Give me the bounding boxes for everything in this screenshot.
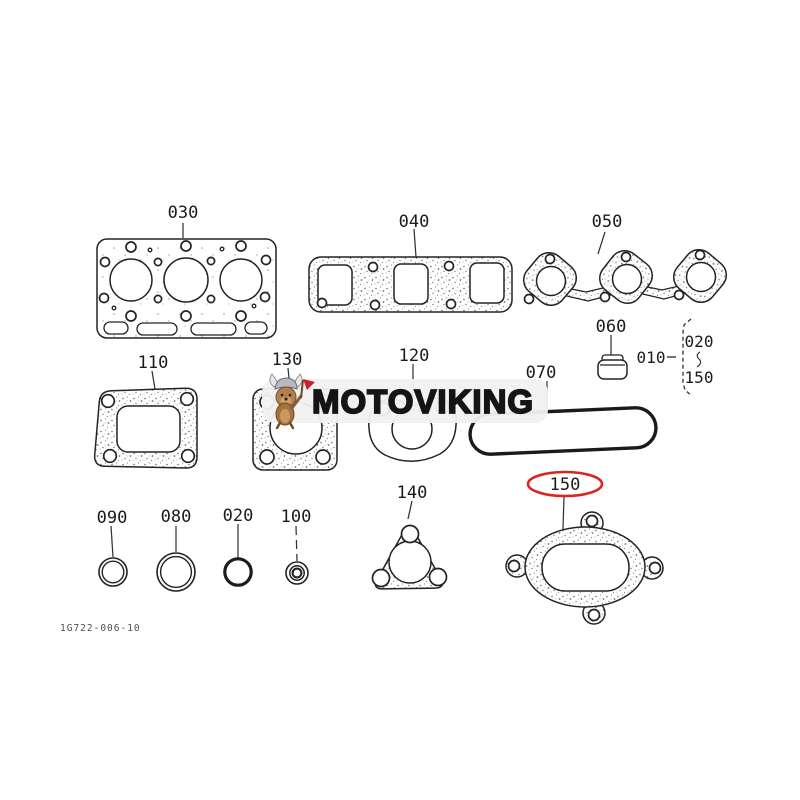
part-o-ring-large	[156, 526, 196, 592]
watermark: MOTOVIKING	[262, 373, 548, 430]
part-round-seal	[285, 525, 309, 585]
kit-label-010: 010	[637, 348, 666, 367]
part-label-040: 040	[399, 212, 430, 232]
part-o-ring-thick	[223, 524, 253, 587]
watermark-band	[262, 379, 548, 423]
part-label-140: 140	[397, 483, 428, 503]
highlight-ellipse	[526, 470, 604, 498]
part-triangular-flange-gasket	[371, 500, 448, 590]
part-valve-stem-seal	[597, 335, 628, 380]
part-label-050: 050	[592, 212, 623, 232]
part-manifold-gasket-round-ports	[522, 231, 728, 307]
part-label-110: 110	[138, 353, 169, 373]
part-cylinder-head-gasket	[96, 223, 277, 339]
part-label-030: 030	[168, 203, 199, 223]
part-label-080: 080	[161, 507, 192, 527]
part-o-ring-medium	[98, 525, 128, 587]
kit-range-end-label: 150	[685, 368, 714, 387]
viking-dog-mascot-icon	[269, 373, 315, 430]
part-label-060: 060	[596, 317, 627, 337]
part-side-cover-gasket	[93, 370, 198, 469]
kit-range-note: 010 020 150	[637, 318, 714, 397]
part-oval-flange-gasket	[505, 496, 664, 625]
part-label-130: 130	[272, 350, 303, 370]
part-label-020: 020	[223, 506, 254, 526]
part-label-150: 150	[550, 475, 581, 495]
kit-range-start-label: 020	[685, 332, 714, 351]
drawing-number: 1G722-006-10	[60, 623, 141, 634]
part-label-090: 090	[97, 508, 128, 528]
watermark-text: MOTOVIKING	[312, 383, 534, 420]
part-label-100: 100	[281, 507, 312, 527]
part-label-070: 070	[526, 363, 557, 383]
part-manifold-gasket-square-ports	[308, 228, 513, 313]
part-label-120: 120	[399, 346, 430, 366]
